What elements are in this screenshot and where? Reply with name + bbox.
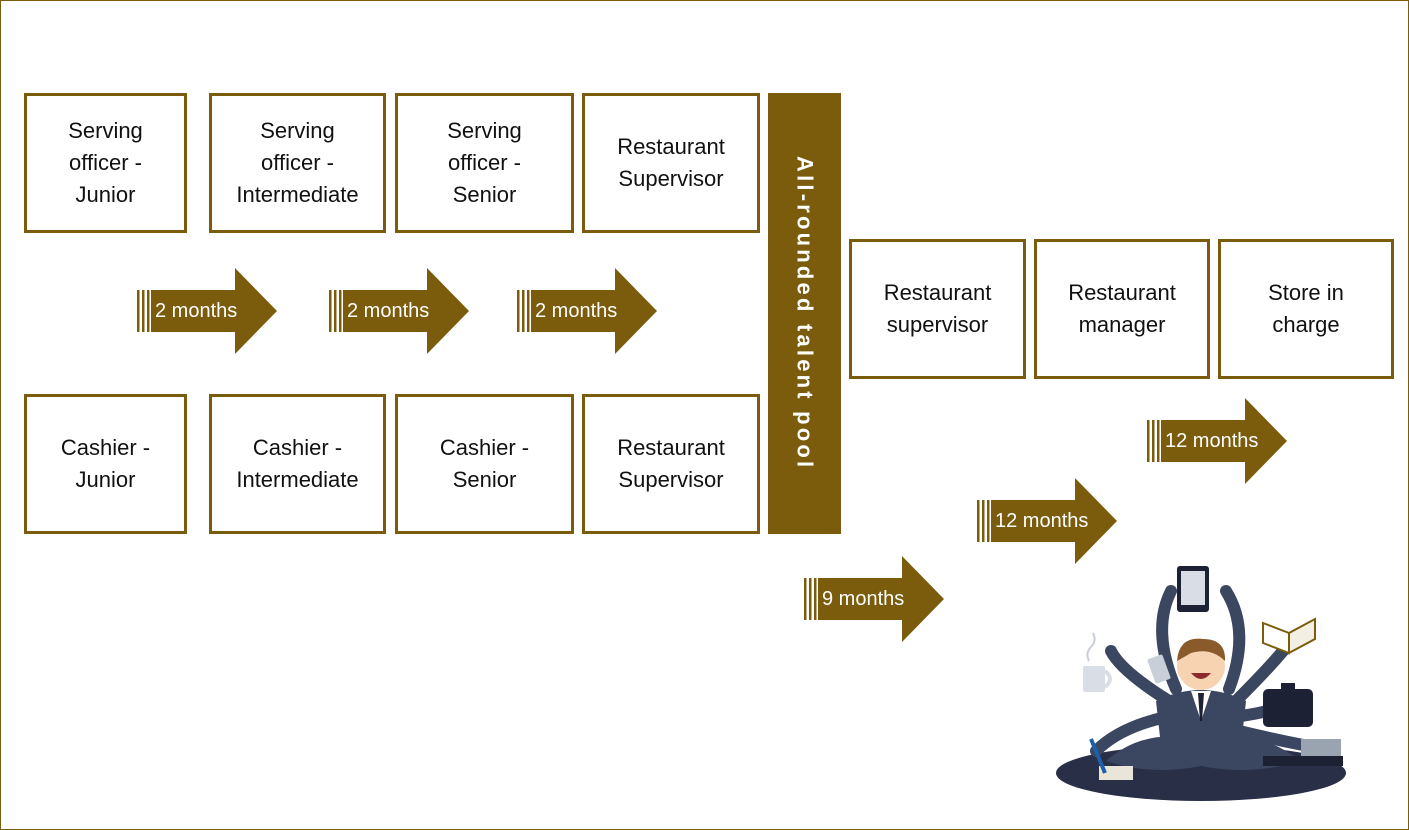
arrow-12-months-2: 12 months: [1147, 398, 1287, 484]
box-cashier-senior: Cashier - Senior: [395, 394, 574, 534]
arrow-2-months-1: 2 months: [137, 268, 277, 354]
box-restaurant-manager: Restaurant manager: [1034, 239, 1210, 379]
box-store-in-charge: Store in charge: [1218, 239, 1394, 379]
arrow-2-months-2: 2 months: [329, 268, 469, 354]
arrow-label: 12 months: [995, 509, 1089, 532]
arrow-label: 2 months: [347, 299, 430, 322]
box-serving-officer-intermediate: Serving officer - Intermediate: [209, 93, 386, 233]
arrow-label: 9 months: [822, 587, 905, 610]
arrow-label: 2 months: [535, 299, 618, 322]
box-restaurant-supervisor-bottom: Restaurant Supervisor: [582, 394, 760, 534]
talent-pool-bar: All-rounded talent pool: [768, 93, 841, 534]
arrow-label: 2 months: [155, 299, 238, 322]
multitasking-businessman-icon: [1051, 561, 1361, 806]
box-cashier-intermediate: Cashier - Intermediate: [209, 394, 386, 534]
arrow-label: 12 months: [1165, 429, 1259, 452]
talent-pool-label: All-rounded talent pool: [792, 156, 818, 471]
box-cashier-junior: Cashier - Junior: [24, 394, 187, 534]
box-serving-officer-senior: Serving officer - Senior: [395, 93, 574, 233]
arrow-2-months-3: 2 months: [517, 268, 657, 354]
box-serving-officer-junior: Serving officer - Junior: [24, 93, 187, 233]
arrow-9-months: 9 months: [804, 556, 944, 642]
box-restaurant-supervisor-career: Restaurant supervisor: [849, 239, 1026, 379]
box-restaurant-supervisor-top: Restaurant Supervisor: [582, 93, 760, 233]
arrow-12-months-1: 12 months: [977, 478, 1117, 564]
